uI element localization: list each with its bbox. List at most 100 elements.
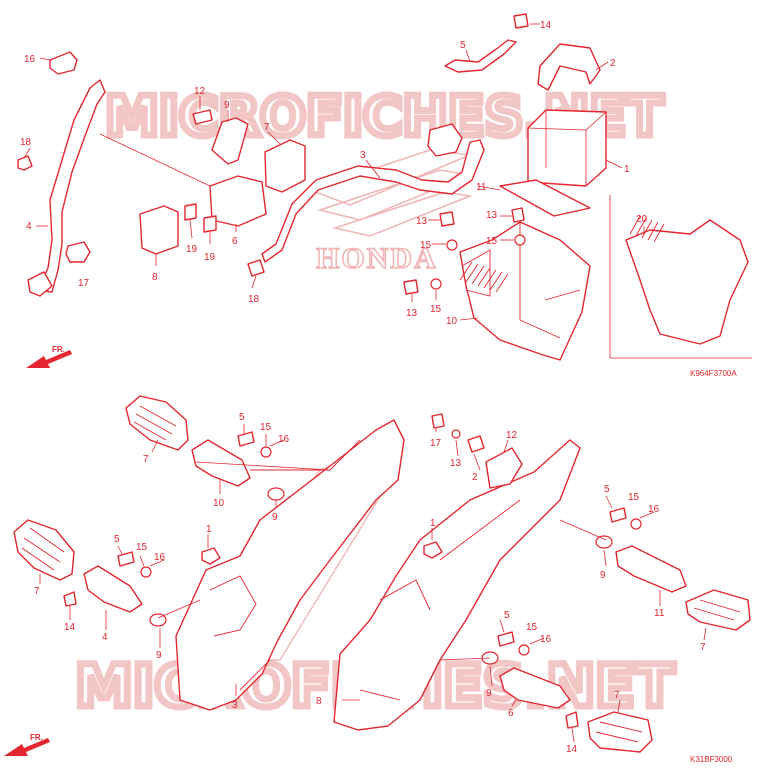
part-7-right-upper-grip: [693, 599, 741, 621]
part-3-step-bracket: [175, 419, 405, 711]
honda-logo-text: HONDA: [316, 242, 438, 275]
callout-15-a: 15: [420, 240, 432, 251]
part-16-cotter-c: [639, 511, 655, 519]
part-14-bolt-a: [63, 591, 77, 607]
callout-13-a: 13: [416, 216, 428, 227]
callout-b15-d: 15: [526, 622, 538, 633]
part-11-bracket: [615, 545, 687, 593]
part-5-pin-a: [237, 431, 255, 447]
callout-4: 4: [26, 221, 32, 232]
part-15-washer-a: [446, 239, 458, 251]
part-7-footpeg-right-upper: [685, 589, 751, 631]
part-4-connector: [27, 271, 53, 297]
callout-b5-c: 5: [604, 484, 610, 495]
callout-18-b: 18: [248, 294, 260, 305]
part-13-bolt-c: [403, 279, 419, 295]
part-19-fuse-b: [203, 215, 217, 233]
part-15-washer-c: [430, 278, 442, 290]
callout-b6: 6: [508, 708, 514, 719]
part-16-clip: [49, 51, 78, 75]
part-6-bracket: [499, 667, 571, 709]
honda-wing-logo-top: HONDA: [307, 149, 473, 276]
callout-b15-c: 15: [628, 492, 640, 503]
part-12-plate: [485, 447, 523, 489]
callout-15-c: 15: [430, 304, 442, 315]
part-4-bracket: [83, 565, 143, 613]
bottom-leaders: [39, 424, 707, 743]
part-20-spring: [629, 215, 665, 243]
part-17-nut: [65, 241, 91, 263]
part-18-bolt-b: [247, 259, 265, 277]
callout-13-c: 13: [406, 308, 418, 319]
part-7-footpeg-upper: [125, 395, 189, 451]
bottom-diagram-code: K31BF3000: [690, 755, 733, 764]
part-10-bracket: [191, 439, 251, 487]
front-arrow-bottom: FR.: [4, 733, 50, 756]
callout-1: 1: [624, 164, 630, 175]
part-10-battery-box: [459, 221, 591, 361]
part-1-battery: [527, 109, 607, 187]
part-7-upper-grip: [133, 405, 177, 441]
part-13-washer: [451, 429, 461, 439]
callout-b10: 10: [213, 498, 225, 509]
part-20-assembly: [625, 219, 749, 345]
callout-14: 14: [540, 20, 552, 31]
callout-b8: 8: [316, 696, 322, 707]
callout-b16-a: 16: [278, 434, 290, 445]
part-5-pin-c: [609, 507, 627, 523]
callout-19-b: 19: [204, 252, 216, 263]
part-10-detail: [461, 222, 581, 339]
callout-b7-d: 7: [614, 690, 620, 701]
callout-b9-d: 9: [486, 688, 492, 699]
callout-2: 2: [610, 58, 616, 69]
callout-b7-b: 7: [34, 586, 40, 597]
callout-b16-c: 16: [648, 504, 660, 515]
inset-border: [609, 195, 752, 359]
part-1-battery-edges: [527, 110, 607, 186]
callout-10: 10: [446, 316, 458, 327]
bottom-panel: 7 5 15 16 10 9 7 5 15 16 14 4 9 1 3 17 1…: [4, 395, 751, 764]
part-10-spring: [459, 261, 509, 293]
callout-b15-a: 15: [260, 422, 272, 433]
part-5-pin-b: [117, 551, 135, 567]
part-13-bolt-a: [439, 211, 455, 227]
front-arrow-top: FR.: [26, 345, 72, 368]
callout-b12: 12: [506, 430, 518, 441]
part-8-relay: [139, 205, 179, 255]
part-16-cotter-d: [529, 637, 545, 645]
part-15-washer-b: [514, 234, 526, 246]
part-1-grommet-a: [201, 547, 221, 565]
front-label-bottom: FR.: [30, 733, 43, 742]
callout-15-b: 15: [486, 236, 498, 247]
callout-13-b: 13: [486, 210, 498, 221]
part-8-step-bracket: [333, 439, 581, 731]
callout-b5-a: 5: [239, 412, 245, 423]
callout-b4: 4: [102, 632, 108, 643]
callout-b7-c: 7: [700, 642, 706, 653]
part-5-pin-d: [497, 631, 515, 647]
callout-17: 17: [78, 278, 90, 289]
callout-11: 11: [476, 182, 487, 193]
callout-b14-b: 14: [566, 744, 578, 755]
part-19-fuse-a: [184, 203, 197, 221]
callout-20: 20: [636, 214, 648, 225]
part-5-cable: [444, 39, 517, 73]
callout-b9-c: 9: [600, 570, 606, 581]
part-2-collar: [467, 435, 485, 453]
callout-b5-d: 5: [504, 610, 510, 621]
part-3-harness: [261, 139, 485, 263]
callout-b15-b: 15: [136, 542, 148, 553]
part-7-footpeg-lower: [13, 519, 75, 581]
part-8-detail: [359, 499, 521, 701]
top-leaders: [23, 23, 645, 321]
part-4-cable: [37, 79, 106, 293]
callout-b5-b: 5: [114, 534, 120, 545]
callout-5: 5: [460, 40, 466, 51]
callout-b2: 2: [472, 472, 478, 483]
callout-18: 18: [20, 137, 32, 148]
part-15-washer-g: [518, 644, 530, 656]
callout-b7-a: 7: [143, 454, 149, 465]
part-9-ring-b: [149, 613, 167, 627]
part-7-relay: [264, 139, 306, 193]
